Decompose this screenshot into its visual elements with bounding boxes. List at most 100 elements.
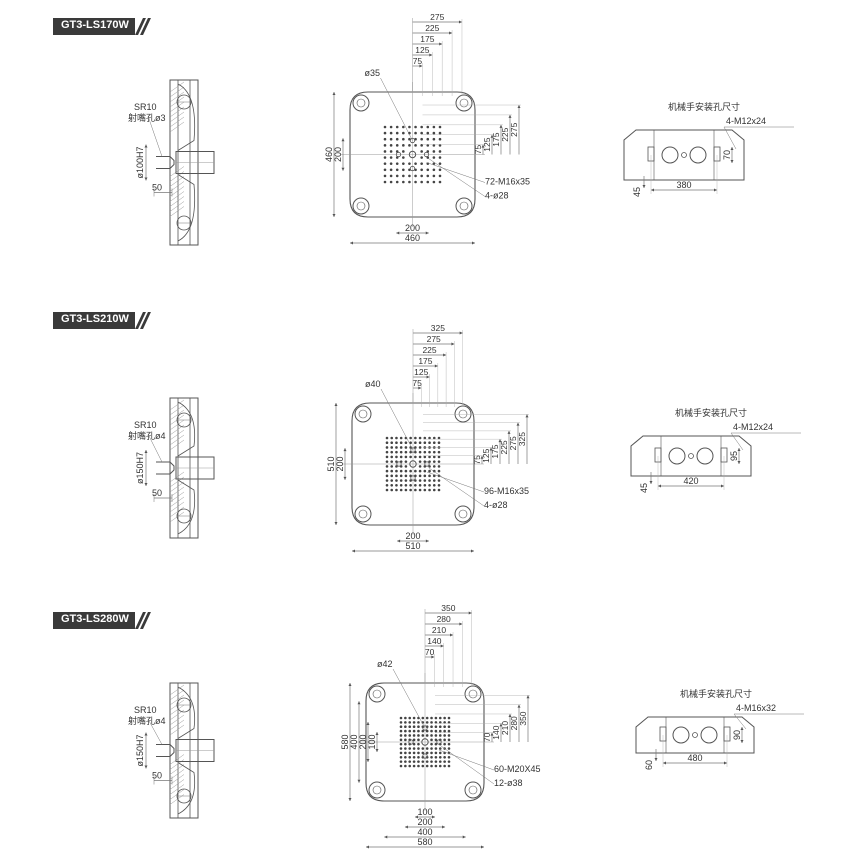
tapped-hole [404, 446, 408, 449]
tapped-hole [432, 441, 436, 445]
tapped-hole [408, 764, 412, 768]
tapped-hole [426, 180, 430, 184]
dimension-label: ø100H7 [135, 146, 145, 178]
tapped-hole [418, 483, 422, 487]
dimension-label: 280 [437, 614, 451, 624]
tapped-hole [404, 465, 408, 468]
tapped-hole [408, 751, 412, 755]
dimension-label: 4-M12x24 [726, 116, 766, 126]
dimension-label: 510 [405, 541, 420, 551]
dimension-label: 200 [333, 147, 343, 162]
tapped-hole [399, 729, 403, 733]
tapped-hole [437, 436, 441, 440]
tapped-hole [395, 469, 398, 473]
tapped-hole [437, 479, 441, 482]
tapped-hole [399, 450, 403, 454]
tapped-hole [432, 137, 436, 141]
tapped-hole [404, 483, 408, 487]
dimension-label: 280 [509, 716, 519, 730]
tapped-hole [404, 460, 408, 463]
tapped-hole [418, 441, 422, 445]
tapped-hole [395, 483, 398, 487]
tapped-hole [414, 162, 417, 165]
tapped-hole [438, 764, 442, 768]
tapped-hole [404, 747, 407, 750]
dimension-label: SR10 [134, 420, 157, 430]
tapped-hole [426, 131, 430, 135]
tapped-hole [385, 455, 389, 459]
tapped-hole [447, 742, 451, 746]
tapped-hole [408, 721, 412, 724]
tapped-hole [447, 725, 451, 729]
tapped-hole [438, 168, 442, 172]
tapped-hole [414, 144, 417, 147]
tapped-hole [399, 474, 403, 478]
tapped-hole [395, 441, 398, 445]
tapped-hole [390, 441, 394, 445]
dimension-label: 350 [441, 603, 455, 613]
tapped-hole [437, 488, 441, 492]
tapped-hole [432, 150, 436, 153]
dimension-label: 325 [517, 432, 527, 446]
tapped-hole [428, 436, 431, 440]
tapped-hole [385, 450, 389, 454]
tapped-hole [395, 162, 399, 165]
tapped-hole [399, 483, 403, 487]
tapped-hole [404, 729, 407, 733]
robot-plate [630, 435, 752, 477]
tapped-hole [437, 460, 441, 463]
dimension-label: 325 [431, 323, 445, 333]
tapped-hole [412, 760, 416, 763]
tapped-hole [437, 483, 441, 487]
tapped-hole [417, 751, 420, 755]
tapped-hole [434, 742, 438, 746]
tapped-hole [408, 162, 411, 165]
tapped-hole [417, 729, 420, 733]
tapped-hole [432, 162, 436, 165]
tapped-hole [389, 168, 393, 172]
tapped-hole [434, 729, 438, 733]
model-tag: GT3-LS280W [53, 612, 151, 629]
tapped-hole [423, 483, 427, 487]
tapped-hole [383, 156, 387, 159]
tapped-hole [383, 162, 387, 165]
platen-outline [365, 682, 485, 802]
tapped-hole [385, 446, 389, 449]
platen-outline [349, 91, 476, 218]
tapped-hole [438, 725, 442, 729]
tapped-hole [389, 156, 393, 159]
tapped-hole [385, 488, 389, 492]
dimension-label: 4-ø28 [485, 191, 509, 201]
tapped-hole [389, 125, 393, 129]
tapped-hole [409, 441, 412, 445]
tapped-hole [428, 450, 431, 454]
tapped-hole [432, 450, 436, 454]
tapped-hole [443, 721, 446, 724]
tapped-hole [438, 747, 442, 750]
tapped-hole [385, 436, 389, 440]
tapped-hole [408, 729, 412, 733]
tapped-hole [434, 734, 438, 737]
dimension-label: 70 [482, 732, 492, 742]
dimension-label: 580 [417, 837, 432, 847]
tapped-hole [389, 131, 393, 135]
tapped-hole [418, 450, 422, 454]
dimension-label: 125 [415, 45, 429, 55]
robot-plate [623, 129, 745, 181]
dimension-label: 4-M12x24 [733, 422, 773, 432]
tapped-hole [417, 742, 420, 746]
dimension-label: 70 [425, 647, 435, 657]
tapped-hole [390, 460, 394, 463]
tapped-hole [430, 742, 433, 746]
dimension-label: ø35 [365, 68, 381, 78]
tapped-hole [383, 137, 387, 141]
tapped-hole [385, 469, 389, 473]
tapped-hole [423, 441, 427, 445]
tapped-hole [428, 441, 431, 445]
tapped-hole [420, 168, 423, 172]
